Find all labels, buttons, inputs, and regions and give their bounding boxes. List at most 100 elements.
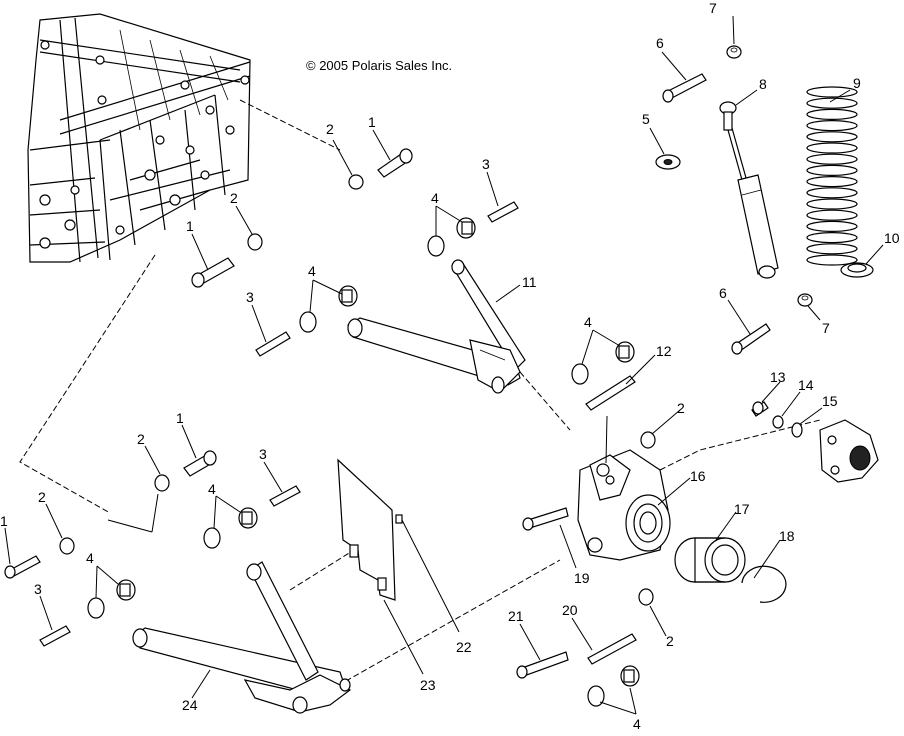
callout-20: 20 [562, 602, 578, 618]
nut-2-mid [154, 474, 170, 492]
callout-21: 21 [508, 608, 524, 624]
spring-coil [806, 142, 858, 154]
callout-2: 2 [677, 400, 685, 416]
bushing-4-top [427, 217, 476, 257]
pin-3-left [255, 331, 291, 357]
spring-coil [806, 97, 858, 109]
callout-8: 8 [759, 76, 767, 92]
spring-coil [806, 108, 858, 121]
shock-absorber [719, 101, 779, 279]
bushing-4-mid [571, 341, 635, 385]
wheel-bearing [674, 537, 746, 583]
brake-caliper [819, 419, 879, 483]
pin-22 [395, 514, 403, 524]
callout-3: 3 [259, 446, 267, 462]
callout-4: 4 [86, 550, 94, 566]
spring-coil [806, 164, 858, 176]
spring-retainer [840, 262, 874, 278]
pin-20 [587, 633, 637, 665]
callout-1: 1 [0, 513, 8, 529]
callout-6: 6 [719, 285, 727, 301]
callout-6: 6 [656, 35, 664, 51]
callout-1: 1 [176, 410, 184, 426]
bearing-carrier-hub [577, 449, 671, 561]
callout-4: 4 [208, 481, 216, 497]
callout-3: 3 [482, 156, 490, 172]
bolt-19 [522, 507, 569, 531]
callout-4: 4 [431, 190, 439, 206]
bolt-6-lower [731, 323, 771, 355]
bolt-6-top [662, 73, 707, 103]
callout-18: 18 [779, 528, 795, 544]
connector-lines [19, 99, 821, 691]
callout-11: 11 [522, 274, 537, 290]
spring-coil [806, 119, 858, 132]
skid-plate [337, 458, 396, 601]
callout-15: 15 [822, 393, 838, 409]
nut-2-hub [640, 431, 656, 449]
callout-2: 2 [230, 190, 238, 206]
spring-coil [806, 243, 858, 255]
nut-15 [791, 422, 803, 438]
callout-4: 4 [308, 263, 316, 279]
snap-ring [741, 565, 787, 603]
callout-16: 16 [690, 468, 706, 484]
vehicle-frame [27, 13, 251, 263]
bolt-1-lower [4, 555, 41, 579]
callout-1: 1 [368, 114, 376, 130]
copyright-notice: © 2005 Polaris Sales Inc. [306, 58, 452, 73]
callout-22: 22 [456, 639, 472, 655]
callout-1: 1 [186, 218, 194, 234]
bolt-13 [751, 401, 769, 417]
spring-coil [806, 86, 858, 98]
bushing-4-midleft [203, 507, 258, 549]
upper-a-arm [347, 259, 526, 394]
callout-13: 13 [770, 369, 786, 385]
nut-2-lower [59, 537, 75, 555]
nut-7-lower [797, 293, 813, 307]
spring-coil [806, 254, 858, 266]
nut-2-left [247, 233, 263, 251]
callout-4: 4 [584, 314, 592, 330]
bolt-1-top [377, 148, 413, 178]
callout-2: 2 [666, 633, 674, 649]
callout-2: 2 [326, 121, 334, 137]
spring-coil [806, 176, 858, 188]
callout-23: 23 [420, 677, 436, 693]
nut-2-bottom [638, 588, 654, 606]
callout-4: 4 [633, 716, 641, 731]
pin-3-top [487, 201, 519, 223]
callout-10: 10 [884, 230, 900, 246]
spring-coil [806, 232, 858, 244]
callout-2: 2 [137, 431, 145, 447]
spring-coil [806, 220, 858, 232]
callout-9: 9 [853, 75, 861, 91]
pin-3-mid [269, 485, 301, 507]
callout-12: 12 [656, 343, 672, 359]
callout-3: 3 [246, 289, 254, 305]
callout-7: 7 [709, 0, 717, 16]
washer-14 [772, 415, 784, 429]
spring-coil [806, 131, 858, 143]
bushing-4-left [299, 285, 358, 333]
callout-7: 7 [822, 320, 830, 336]
spring-coil [806, 187, 858, 199]
spring-coil [806, 153, 858, 165]
callout-3: 3 [34, 581, 42, 597]
callout-17: 17 [734, 501, 750, 517]
washer-5 [655, 154, 681, 170]
pin-3-lower [39, 625, 71, 647]
spring-coil [806, 198, 858, 210]
callout-24: 24 [182, 697, 198, 713]
callout-14: 14 [798, 377, 814, 393]
nut-7-top [726, 45, 742, 59]
nut-2-top [348, 174, 364, 190]
callout-19: 19 [574, 570, 590, 586]
bolt-1-left [191, 257, 235, 288]
lower-a-arm [132, 561, 352, 714]
bushing-4-bottom [587, 665, 640, 707]
callout-5: 5 [642, 111, 650, 127]
callout-2: 2 [38, 489, 46, 505]
